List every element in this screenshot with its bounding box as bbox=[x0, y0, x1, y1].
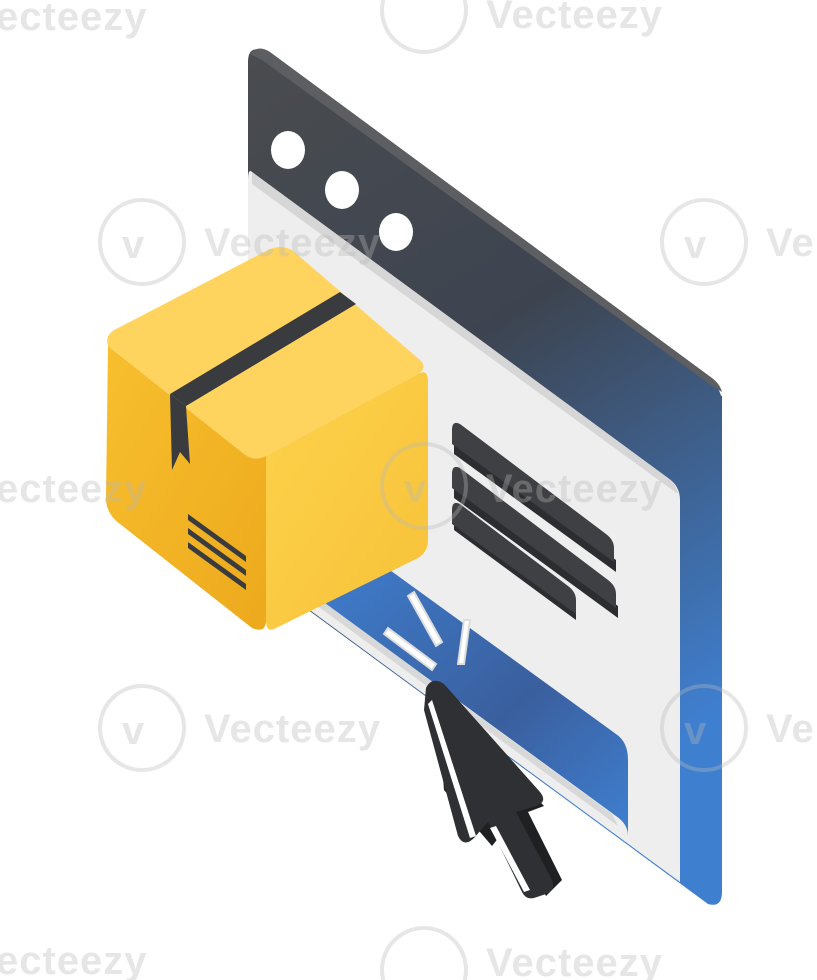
window-dot-2 bbox=[325, 171, 359, 209]
watermark-text-3: Vecteezy bbox=[204, 707, 381, 751]
content-panel-shadow bbox=[252, 172, 678, 494]
watermark-text-partial-left: ecteezy bbox=[0, 467, 148, 511]
svg-text:v: v bbox=[404, 467, 427, 511]
watermark-logo-7 bbox=[380, 926, 468, 980]
text-line-2 bbox=[452, 466, 616, 608]
click-burst-icon bbox=[382, 590, 472, 672]
parcel-box-icon bbox=[106, 247, 428, 630]
watermark-text-5: Vecteezy bbox=[486, 941, 663, 980]
svg-text:v: v bbox=[684, 223, 707, 267]
window-top-edge bbox=[250, 48, 722, 392]
box-stripe-2 bbox=[188, 528, 246, 576]
watermark-text-edge-1: Ve bbox=[766, 221, 815, 265]
box-side-face bbox=[266, 372, 428, 630]
watermark-text-partial-bottom-left: ecteezy bbox=[0, 939, 148, 980]
mouse-cursor-icon bbox=[424, 680, 562, 899]
window-dot-1 bbox=[271, 131, 305, 169]
cursor-body bbox=[424, 680, 554, 899]
watermark-logo-2: v bbox=[660, 198, 748, 286]
buy-button[interactable] bbox=[318, 540, 628, 836]
watermark-text-2: Vecteezy bbox=[486, 467, 663, 511]
burst-line-2 bbox=[406, 590, 444, 648]
watermark-text-edge-2: Ve bbox=[766, 707, 815, 751]
box-stripe-1 bbox=[188, 514, 246, 562]
watermark-text-1: Vecteezy bbox=[204, 221, 381, 265]
box-stripe-3 bbox=[188, 542, 246, 590]
watermark-text-4: Vecteezy bbox=[486, 0, 663, 37]
window-dot-3 bbox=[379, 213, 413, 251]
box-tape-front bbox=[170, 394, 190, 470]
watermark-text-partial-top-left: ecteezy bbox=[0, 0, 148, 39]
cursor-highlight-tail bbox=[490, 826, 530, 892]
svg-text:v: v bbox=[122, 709, 145, 753]
watermark-logo-1: v bbox=[98, 198, 186, 286]
text-lines bbox=[452, 422, 618, 620]
text-line-1 bbox=[452, 422, 614, 562]
watermark-logo-3: v bbox=[380, 442, 468, 530]
cursor-highlight bbox=[428, 700, 476, 838]
burst-line-3 bbox=[456, 619, 472, 665]
watermark-logo-5: v bbox=[660, 684, 748, 772]
text-line-3 bbox=[452, 502, 576, 614]
svg-text:v: v bbox=[684, 709, 707, 753]
burst-line-1 bbox=[382, 626, 438, 672]
watermark-logo-4: v bbox=[98, 684, 186, 772]
watermark-logo-6 bbox=[380, 0, 468, 54]
svg-text:v: v bbox=[122, 223, 145, 267]
box-tape-top bbox=[170, 292, 356, 406]
